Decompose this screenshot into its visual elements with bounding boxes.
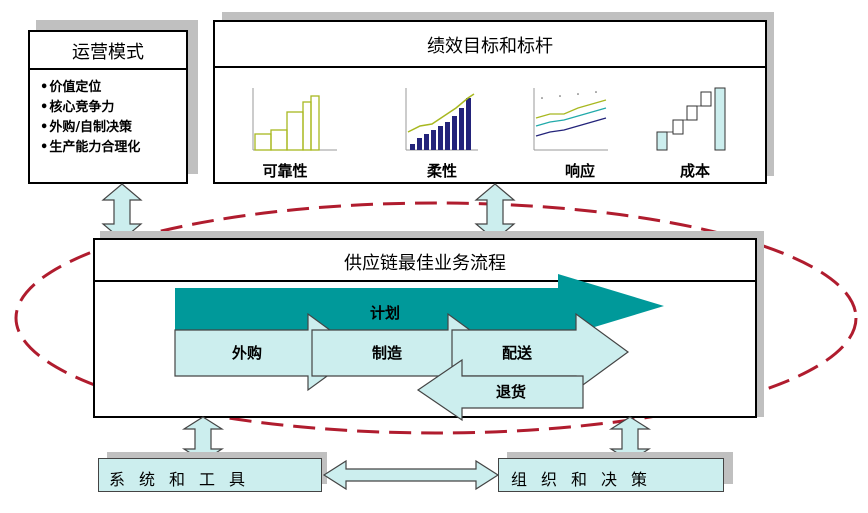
return-label: 退货: [496, 383, 527, 401]
operating-model-title: 运营模式: [72, 42, 144, 63]
plan-arrow: [175, 274, 664, 338]
deliver-label: 配送: [502, 344, 533, 362]
bullet-item: 外购/自制决策: [40, 118, 140, 138]
bullet-item: 核心竞争力: [40, 98, 140, 118]
bullet-item: 价值定位: [40, 78, 140, 98]
operating-model-list: 价值定位 核心竞争力 外购/自制决策 生产能力合理化: [40, 78, 140, 158]
horizontal-double-arrow: [322, 459, 500, 491]
responsiveness-label: 响应: [564, 162, 595, 180]
cost-chart: [656, 87, 726, 151]
plan-label: 计划: [370, 304, 401, 322]
return-arrow: [416, 358, 584, 422]
responsiveness-chart: [533, 88, 608, 151]
reliability-label: 可靠性: [262, 162, 308, 180]
cost-label: 成本: [679, 162, 710, 180]
systems-tools-box: 系统和工具: [98, 458, 322, 492]
bullet-item: 生产能力合理化: [40, 138, 140, 158]
process-title: 供应链最佳业务流程: [344, 253, 506, 274]
process-flow: [174, 274, 664, 422]
performance-box: 绩效目标和标杆 可靠性 柔性 响应: [213, 20, 767, 184]
systems-tools-label: 系统和工具: [109, 470, 260, 489]
organization-decision-box: 组织和决策: [498, 458, 724, 492]
make-label: 制造: [372, 344, 403, 362]
flexibility-label: 柔性: [426, 162, 457, 180]
source-label: 外购: [232, 344, 263, 362]
performance-title: 绩效目标和标杆: [427, 36, 553, 57]
reliability-chart: [252, 88, 337, 151]
flexibility-chart: [405, 88, 478, 151]
operating-model-box: 运营模式 价值定位 核心竞争力 外购/自制决策 生产能力合理化: [28, 30, 188, 184]
organization-decision-label: 组织和决策: [511, 470, 662, 489]
